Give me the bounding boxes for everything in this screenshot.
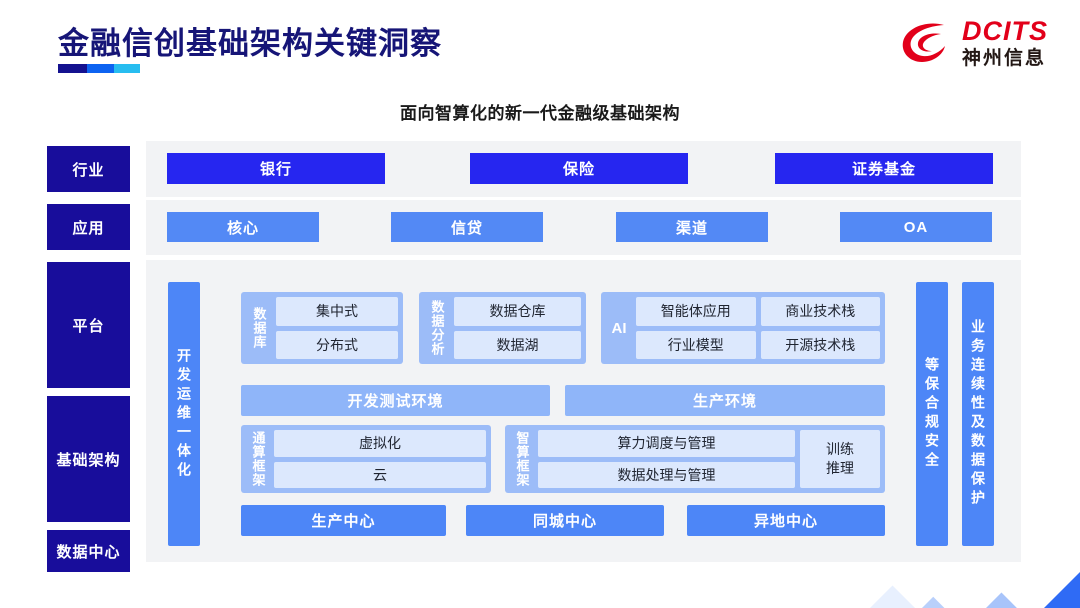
underline-segment-blue (87, 64, 114, 73)
group-data-analytics: 数据分析 数据仓库 数据湖 (419, 292, 586, 364)
cell-virtualization[interactable]: 虚拟化 (274, 430, 486, 457)
row-label-datacenter: 数据中心 (47, 530, 130, 572)
application-chip-credit[interactable]: 信贷 (391, 212, 543, 242)
sidebar-business-continuity: 业务连续性及数据保护 (962, 282, 994, 546)
industry-chip-bank[interactable]: 银行 (167, 153, 385, 184)
application-chip-oa[interactable]: OA (840, 212, 992, 242)
cell-data-warehouse[interactable]: 数据仓库 (454, 297, 581, 326)
row-label-infrastructure: 基础架构 (47, 396, 130, 522)
cell-centralized[interactable]: 集中式 (276, 297, 398, 326)
group-tag-general-compute: 通算框架 (250, 431, 266, 487)
brand-logo: DCITS 神州信息 (900, 18, 1048, 68)
group-tag-ai: AI (611, 319, 627, 337)
stripe-3 (946, 599, 1080, 608)
logo-wordmark: DCITS 神州信息 (962, 16, 1048, 69)
cell-data-lake[interactable]: 数据湖 (454, 330, 581, 359)
industry-chip-securities-fund[interactable]: 证券基金 (775, 153, 993, 184)
title-underline (58, 64, 140, 73)
row-label-application: 应用 (47, 204, 130, 250)
group-ai-compute-framework: 智算框架 算力调度与管理 数据处理与管理 训练 推理 (505, 425, 885, 493)
underline-segment-cyan (114, 64, 140, 73)
stripe-4 (976, 592, 1080, 608)
group-tag-ai-compute: 智算框架 (514, 431, 530, 487)
application-chip-channel[interactable]: 渠道 (616, 212, 768, 242)
logo-cn-text: 神州信息 (962, 48, 1047, 69)
industry-chip-insurance[interactable]: 保险 (470, 153, 688, 184)
cell-industry-model[interactable]: 行业模型 (636, 330, 756, 359)
group-database: 数据库 集中式 分布式 (241, 292, 403, 364)
row-label-platform: 平台 (47, 262, 130, 388)
group-ai: AI 智能体应用 商业技术栈 行业模型 开源技术栈 (601, 292, 885, 364)
datacenter-same-city[interactable]: 同城中心 (466, 505, 664, 536)
stripe-2 (912, 596, 1080, 608)
page-title: 金融信创基础架构关键洞察 (58, 26, 442, 61)
application-chip-core[interactable]: 核心 (167, 212, 319, 242)
cell-agent-application[interactable]: 智能体应用 (636, 297, 756, 326)
dcits-swirl-icon (900, 18, 952, 68)
datacenter-production[interactable]: 生产中心 (241, 505, 446, 536)
env-dev-test[interactable]: 开发测试环境 (241, 385, 550, 416)
devops-vertical-bar: 开发运维一体化 (168, 282, 200, 546)
row-label-industry: 行业 (47, 146, 130, 192)
logo-en-text: DCITS (962, 16, 1048, 46)
sidebar-compliance-security: 等保合规安全 (916, 282, 948, 546)
stripe-1 (860, 585, 1080, 608)
stripe-6 (1034, 568, 1080, 608)
cell-compute-scheduling[interactable]: 算力调度与管理 (538, 430, 795, 457)
underline-segment-navy (58, 64, 87, 73)
cell-opensource-tech-stack[interactable]: 开源技术栈 (760, 330, 880, 359)
cell-data-processing[interactable]: 数据处理与管理 (538, 461, 795, 488)
cell-cloud[interactable]: 云 (274, 461, 486, 488)
datacenter-remote[interactable]: 异地中心 (687, 505, 885, 536)
cell-distributed[interactable]: 分布式 (276, 330, 398, 359)
group-tag-database: 数据库 (251, 307, 267, 349)
group-general-compute-framework: 通算框架 虚拟化 云 (241, 425, 491, 493)
page-subtitle: 面向智算化的新一代金融级基础架构 (400, 104, 680, 123)
group-tag-analytics: 数据分析 (429, 300, 445, 356)
env-production[interactable]: 生产环境 (565, 385, 885, 416)
cell-training-inference[interactable]: 训练 推理 (800, 430, 880, 488)
cell-commercial-tech-stack[interactable]: 商业技术栈 (760, 297, 880, 326)
